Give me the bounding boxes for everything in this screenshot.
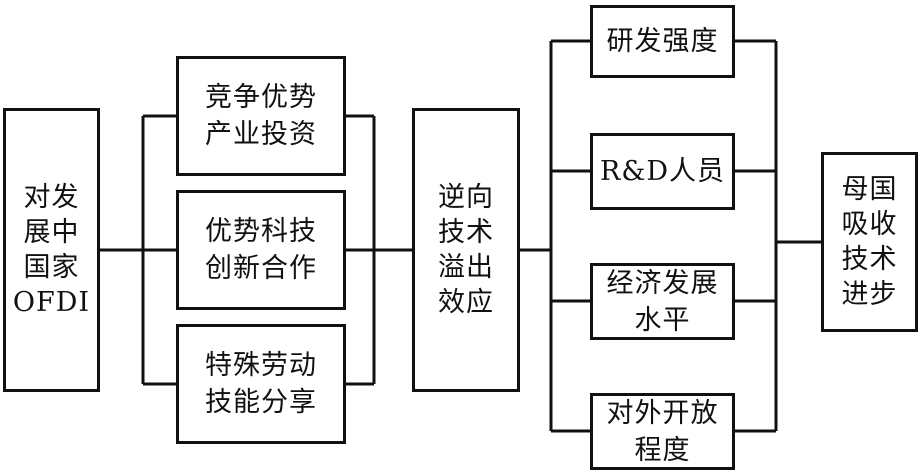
factor-box-rd-personnel: R&D人员 [590,133,735,210]
effect-line: 效应 [438,287,494,318]
effect-line: 技术 [438,217,494,248]
outcome-box: 母国 吸收 技术 进步 [821,152,918,332]
channel-line: 优势科技 [205,216,317,247]
channel-line: 竞争优势 [205,82,317,113]
factor-line: R&D人员 [599,156,725,187]
outcome-line: 进步 [841,279,898,310]
outcome-label: 母国 吸收 技术 进步 [842,172,898,312]
factor-box-openness: 对外开放 程度 [590,393,735,470]
channel-line: 特殊劳动 [205,350,317,381]
factor-line: 水平 [634,304,691,336]
factor-label: R&D人员 [600,153,725,190]
source-line: OFDI [12,287,91,318]
channel-line: 创新合作 [205,253,317,284]
factor-label: 对外开放 程度 [607,395,719,469]
effect-box: 逆向 技术 溢出 效应 [412,108,520,392]
factor-box-economic-development: 经济发展 水平 [590,263,735,340]
channel-label: 竞争优势 产业投资 [205,79,317,153]
effect-label: 逆向 技术 溢出 效应 [438,180,494,320]
outcome-line: 母国 [841,174,898,205]
factor-label: 研发强度 [607,23,719,60]
outcome-line: 技术 [841,244,898,275]
channel-line: 技能分享 [205,387,317,418]
source-box: 对发 展中 国家 OFDI [3,108,100,392]
source-line: 国家 [23,252,80,283]
outcome-line: 吸收 [841,209,898,240]
source-line: 对发 [23,182,80,213]
factor-line: 对外开放 [606,397,719,429]
channel-box-labor-skill: 特殊劳动 技能分享 [176,324,346,444]
channel-box-tech-innovation: 优势科技 创新合作 [176,190,346,310]
source-label: 对发 展中 国家 OFDI [13,180,90,320]
factor-line: 程度 [634,434,691,466]
effect-line: 逆向 [438,182,494,213]
source-line: 展中 [23,217,80,248]
effect-line: 溢出 [438,252,494,283]
factor-box-rd-intensity: 研发强度 [590,5,735,78]
channel-box-competitive-industry: 竞争优势 产业投资 [176,56,346,176]
factor-line: 经济发展 [606,267,719,299]
factor-line: 研发强度 [606,26,719,57]
channel-label: 特殊劳动 技能分享 [205,347,317,421]
channel-line: 产业投资 [205,119,317,150]
channel-label: 优势科技 创新合作 [205,213,317,287]
factor-label: 经济发展 水平 [607,265,719,339]
